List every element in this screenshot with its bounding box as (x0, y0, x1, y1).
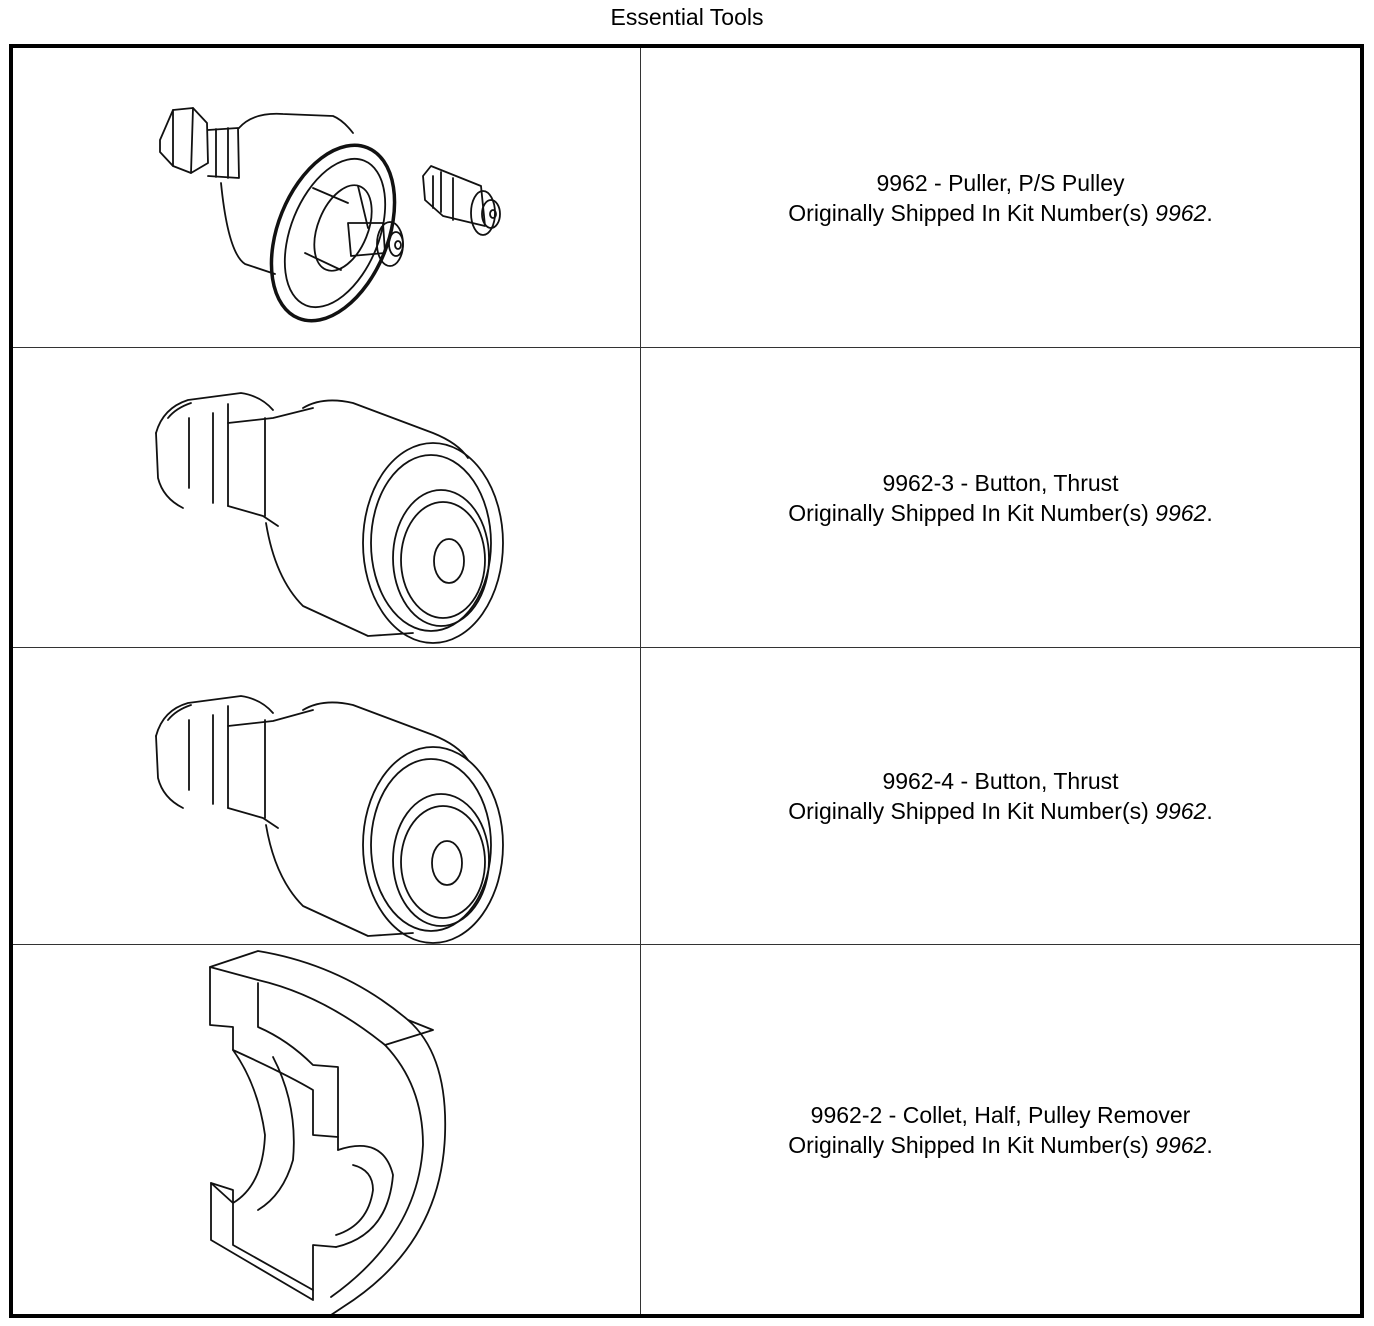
tool-description: 9962 - Puller, P/S Pulley Originally Shi… (641, 48, 1360, 347)
tool-image-cell (13, 648, 641, 944)
tool-code-name: 9962-2 - Collet, Half, Pulley Remover (810, 1101, 1191, 1128)
tool-image-cell (13, 48, 641, 347)
tool-description: 9962-4 - Button, Thrust Originally Shipp… (641, 648, 1360, 944)
kit-number: 9962 (1155, 798, 1207, 824)
tool-row: 9962 - Puller, P/S Pulley Originally Shi… (13, 48, 1360, 348)
kit-suffix: . (1206, 1131, 1213, 1158)
tool-row: 9962-2 - Collet, Half, Pulley Remover Or… (13, 945, 1360, 1314)
shipped-prefix: Originally Shipped In Kit Number(s) (788, 798, 1149, 824)
tool-kit-line: Originally Shipped In Kit Number(s) 9962… (788, 1130, 1212, 1160)
tool-kit-line: Originally Shipped In Kit Number(s) 9962… (788, 198, 1212, 228)
tool-code-name: 9962 - Puller, P/S Pulley (876, 169, 1125, 196)
tool-description: 9962-3 - Button, Thrust Originally Shipp… (641, 348, 1360, 647)
tool-code-name: 9962-3 - Button, Thrust (882, 469, 1119, 496)
tool-image-cell (13, 348, 641, 647)
thrust-button-drawing-icon (155, 695, 504, 944)
half-collet-drawing-icon (209, 950, 447, 1314)
shipped-prefix: Originally Shipped In Kit Number(s) (788, 199, 1149, 226)
page-title: Essential Tools (610, 4, 764, 30)
pulley-puller-drawing-icon (159, 107, 501, 323)
tools-table: 9962 - Puller, P/S Pulley Originally Shi… (9, 44, 1364, 1318)
kit-suffix: . (1206, 798, 1213, 824)
kit-suffix: . (1206, 199, 1213, 226)
shipped-prefix: Originally Shipped In Kit Number(s) (788, 499, 1149, 526)
tool-row: 9962-3 - Button, Thrust Originally Shipp… (13, 348, 1360, 648)
thrust-button-drawing-icon (155, 392, 504, 644)
kit-number: 9962 (1155, 199, 1207, 226)
tool-image-cell (13, 945, 641, 1314)
kit-number: 9962 (1155, 1131, 1207, 1158)
tool-row: 9962-4 - Button, Thrust Originally Shipp… (13, 648, 1360, 945)
tool-kit-line: Originally Shipped In Kit Number(s) 9962… (788, 796, 1212, 826)
tool-description: 9962-2 - Collet, Half, Pulley Remover Or… (641, 945, 1360, 1314)
kit-number: 9962 (1155, 499, 1207, 526)
tool-code-name: 9962-4 - Button, Thrust (882, 768, 1119, 794)
kit-suffix: . (1206, 499, 1213, 526)
shipped-prefix: Originally Shipped In Kit Number(s) (788, 1131, 1149, 1158)
tool-kit-line: Originally Shipped In Kit Number(s) 9962… (788, 498, 1212, 528)
